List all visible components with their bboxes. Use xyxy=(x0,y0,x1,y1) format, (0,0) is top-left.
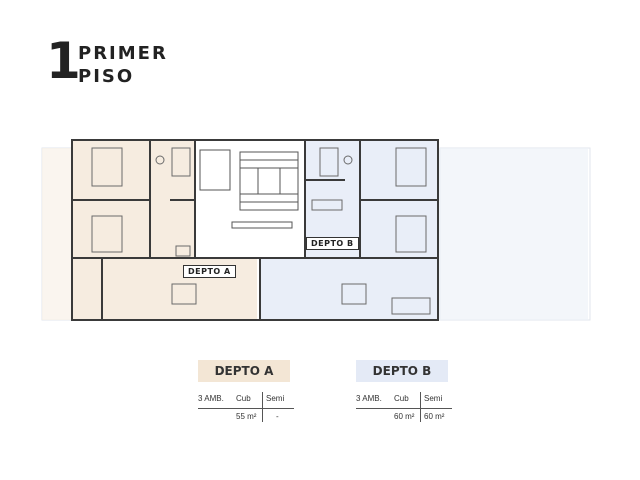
table-b xyxy=(341,283,367,305)
unit-badge-a: DEPTO A xyxy=(198,360,290,382)
plan-label-depto-b: DEPTO B xyxy=(306,237,359,250)
unit-a-header-cub: Cub xyxy=(236,394,251,403)
bath-a xyxy=(171,147,191,177)
unit-b-header-cub: Cub xyxy=(394,394,409,403)
bed-b1 xyxy=(395,147,427,187)
unit-b-header-semi: Semi xyxy=(424,394,443,403)
sofa-b xyxy=(391,297,431,315)
bed-b2 xyxy=(395,215,427,253)
floor-title-line2: PISO xyxy=(78,66,135,87)
bed-a2 xyxy=(91,215,123,253)
furniture xyxy=(91,147,431,315)
plan-label-depto-a: DEPTO A xyxy=(183,265,236,278)
toilet-a xyxy=(155,155,165,165)
toilet-b xyxy=(343,155,353,165)
floor-title-line1: PRIMER xyxy=(78,43,168,64)
depto-b-balcony xyxy=(438,148,588,320)
unit-b-divider xyxy=(356,408,452,409)
unit-a-semi-value: - xyxy=(276,412,279,421)
kitchen-a xyxy=(175,245,191,257)
unit-table-b: 3 AMB. Cub Semi 60 m² 60 m² xyxy=(356,392,466,428)
bath-b xyxy=(319,147,339,177)
unit-a-header-semi: Semi xyxy=(266,394,285,403)
unit-b-semi-value: 60 m² xyxy=(424,412,445,421)
stairwell xyxy=(199,149,299,229)
unit-a-separator xyxy=(262,392,263,422)
unit-b-cub-value: 60 m² xyxy=(394,412,415,421)
unit-a-divider xyxy=(198,408,294,409)
unit-summary-b: DEPTO B 3 AMB. Cub Semi 60 m² 60 m² xyxy=(356,360,496,422)
unit-summary-a: DEPTO A 3 AMB. Cub Semi 55 m² - xyxy=(198,360,338,422)
floor-title: PRIMER PISO xyxy=(78,42,168,88)
unit-a-rooms: 3 AMB. xyxy=(198,394,224,403)
walls xyxy=(71,139,439,321)
unit-badge-b: DEPTO B xyxy=(356,360,448,382)
kitchen-b xyxy=(311,199,343,211)
bed-a1 xyxy=(91,147,123,187)
depto-a-balcony xyxy=(42,148,72,320)
common-core xyxy=(195,140,305,258)
unit-b-rooms: 3 AMB. xyxy=(356,394,382,403)
floor-number: 1 xyxy=(46,32,81,90)
table-a xyxy=(171,283,197,305)
unit-a-cub-value: 55 m² xyxy=(236,412,257,421)
unit-table-a: 3 AMB. Cub Semi 55 m² - xyxy=(198,392,308,428)
unit-b-separator xyxy=(420,392,421,422)
